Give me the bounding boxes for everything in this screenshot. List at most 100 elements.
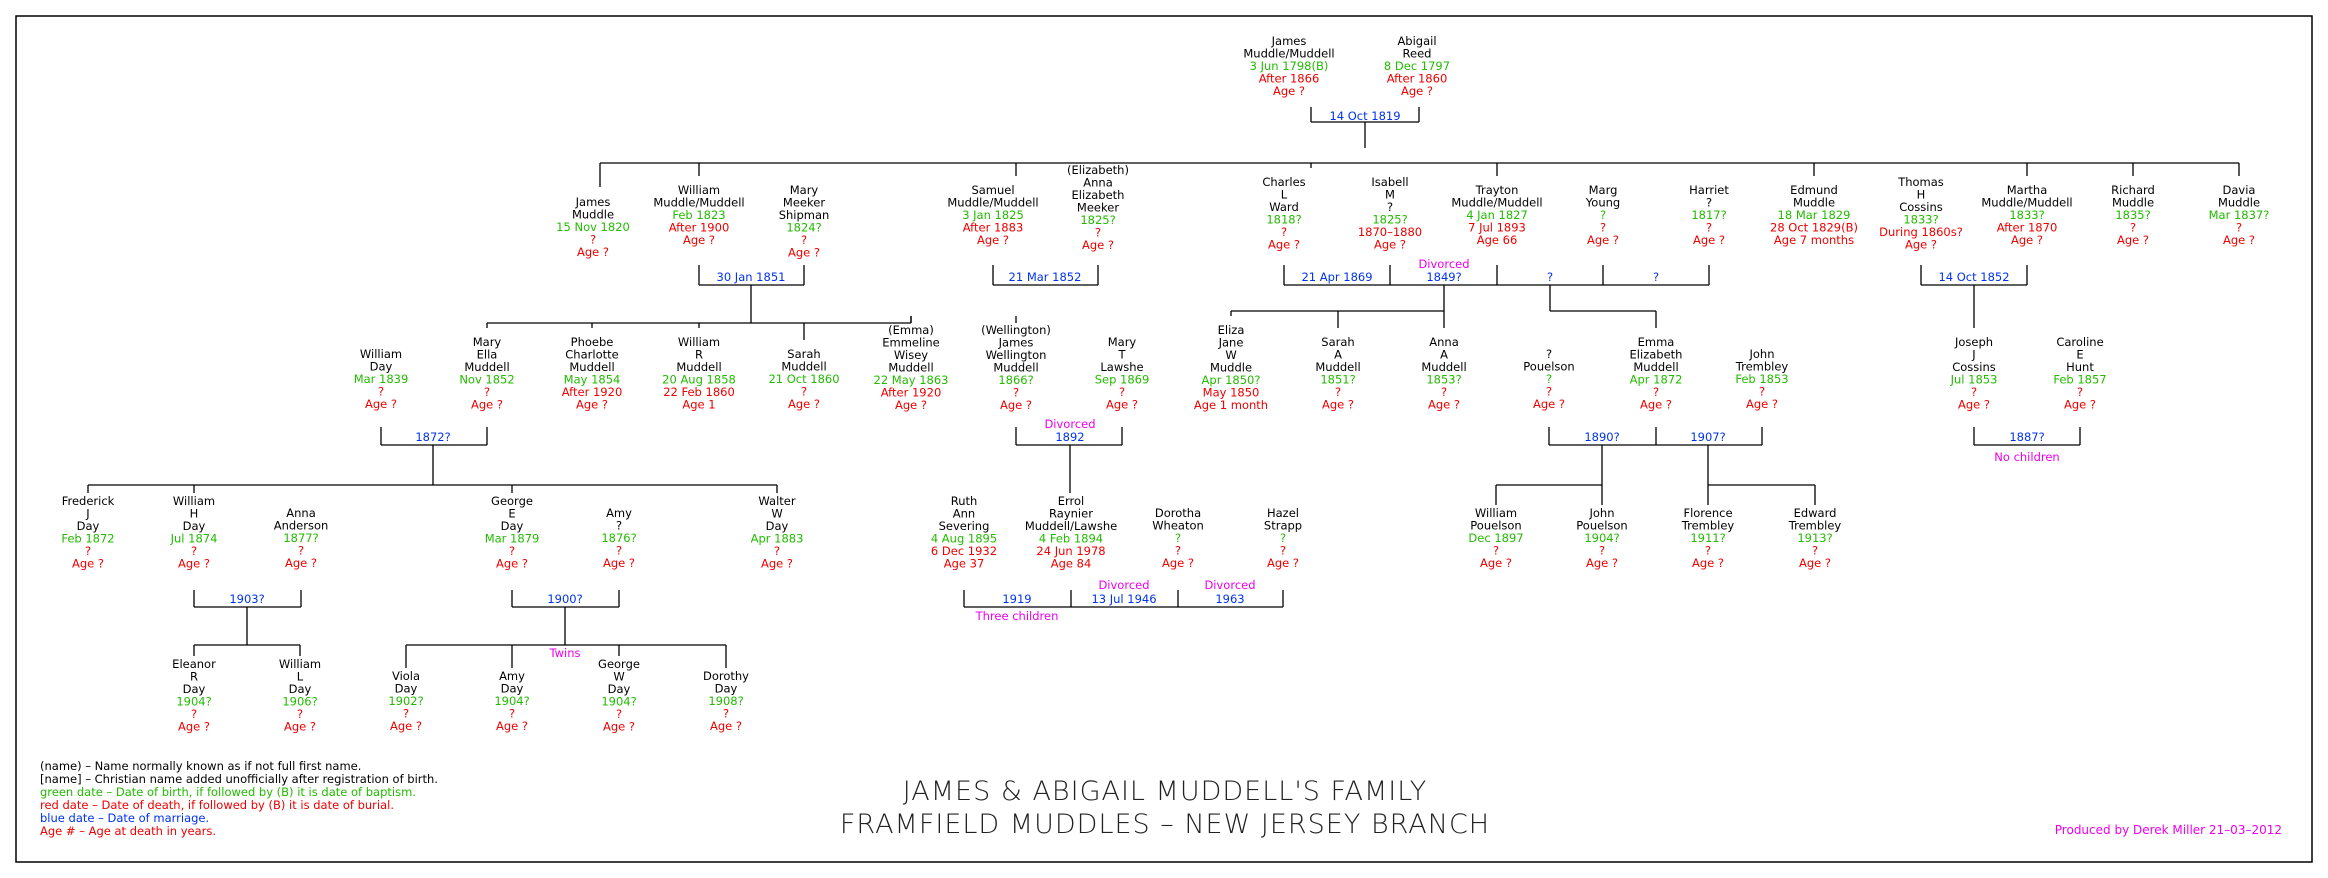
person-line: Mary	[1108, 335, 1137, 349]
person-line: Joseph	[1954, 335, 1993, 349]
person-line: 1824?	[786, 221, 821, 235]
person-line: Age 1	[682, 398, 715, 412]
person-line: E	[508, 507, 515, 521]
person-line: Ward	[1269, 200, 1299, 214]
person-line: Day	[289, 682, 312, 696]
person-line: Age ?	[603, 720, 635, 734]
person-line: 4 Feb 1894	[1039, 532, 1103, 546]
person-line: ?	[509, 544, 515, 558]
person-line: Age ?	[788, 397, 820, 411]
person-line: Age ?	[977, 233, 1009, 247]
person-line: ?	[1281, 225, 1287, 239]
person-line: ?	[378, 385, 384, 399]
person-line: 6 Dec 1932	[931, 544, 997, 558]
person-line: ?	[1705, 544, 1711, 558]
person-line: Frederick	[62, 494, 115, 508]
person-line: ?	[1095, 226, 1101, 240]
person-line: Age ?	[1587, 233, 1619, 247]
person-line: Age ?	[365, 397, 397, 411]
person-line: M	[1385, 188, 1395, 202]
person-line: 22 Feb 1860	[663, 385, 735, 399]
person-line: ?	[2236, 221, 2242, 235]
person-line: ?	[1759, 385, 1765, 399]
person-poulson-sr: ?Pouelson??Age ?	[1523, 347, 1574, 411]
marriage-label-m-trayton-marg: ?	[1547, 270, 1553, 284]
person-line: Day	[715, 682, 738, 696]
person-line: Wisey	[894, 348, 928, 362]
person-line: Age ?	[1693, 233, 1725, 247]
person-line: Age 1 month	[1194, 398, 1268, 412]
person-line: ?	[1280, 544, 1286, 558]
person-line: Martha	[2007, 183, 2048, 197]
marriage-label-m-emma-john: 1907?	[1690, 430, 1725, 444]
person-line: Ruth	[951, 494, 978, 508]
person-line: 1870–1880	[1358, 225, 1422, 239]
note-divorced-errol: Divorced	[1098, 578, 1149, 592]
person-line: After 1866	[1259, 72, 1320, 86]
person-line: Age ?	[577, 245, 609, 259]
person-line: ?	[297, 707, 303, 721]
person-line: Mary	[790, 183, 819, 197]
person-line: Muddle	[1793, 196, 1835, 210]
person-line: Age ?	[1799, 556, 1831, 570]
person-line: Muddle/Muddell	[653, 196, 744, 210]
person-line: T	[1117, 348, 1126, 362]
person-line: Age ?	[496, 557, 528, 571]
person-line: ?	[723, 707, 729, 721]
person-line: Age ?	[496, 719, 528, 733]
person-line: William	[360, 347, 402, 361]
person-line: Age ?	[2223, 233, 2255, 247]
person-line: Age ?	[1082, 238, 1114, 252]
person-line: Dec 1897	[1468, 531, 1523, 545]
person-line: After 1900	[669, 221, 730, 235]
person-line: May 1854	[564, 373, 621, 387]
person-line: W	[771, 507, 782, 521]
person-line: Mary	[473, 335, 502, 349]
person-line: Feb 1872	[61, 532, 114, 546]
person-line: Age ?	[471, 398, 503, 412]
person-line: May 1850	[1203, 386, 1260, 400]
note-twins: Twins	[548, 646, 580, 660]
person-line: ?	[85, 544, 91, 558]
marriage-label-m-errol-dorotha: 13 Jul 1946	[1091, 592, 1156, 606]
person-line: Nov 1852	[459, 373, 514, 387]
person-line: ?	[298, 544, 304, 558]
person-line: J	[1971, 348, 1975, 362]
marriage-label-m-charles-isabell: 21 Apr 1869	[1301, 270, 1372, 284]
person-line: After 1860	[1387, 72, 1448, 86]
person-line: 1866?	[998, 373, 1033, 387]
note-divorced-dorotha: Divorced	[1204, 578, 1255, 592]
person-line: Age ?	[1000, 398, 1032, 412]
person-line: Charles	[1262, 175, 1305, 189]
person-line: Meeker	[783, 196, 825, 210]
person-line: Eleanor	[172, 657, 216, 671]
person-line: Age ?	[1374, 238, 1406, 252]
person-line: Muddle/Muddell	[1451, 196, 1542, 210]
person-line: Emma	[1638, 335, 1675, 349]
person-line: Age ?	[1273, 84, 1305, 98]
person-line: Day	[766, 519, 789, 533]
person-line: Anna	[1083, 176, 1113, 190]
person-line: Day	[183, 682, 206, 696]
legend: (name) – Name normally known as if not f…	[40, 759, 438, 838]
person-line: Sep 1869	[1095, 373, 1150, 387]
person-line: Pouelson	[1576, 519, 1627, 533]
person-line: Day	[370, 360, 393, 374]
person-line: 22 May 1863	[874, 373, 949, 387]
person-line: (Emma)	[888, 323, 934, 337]
